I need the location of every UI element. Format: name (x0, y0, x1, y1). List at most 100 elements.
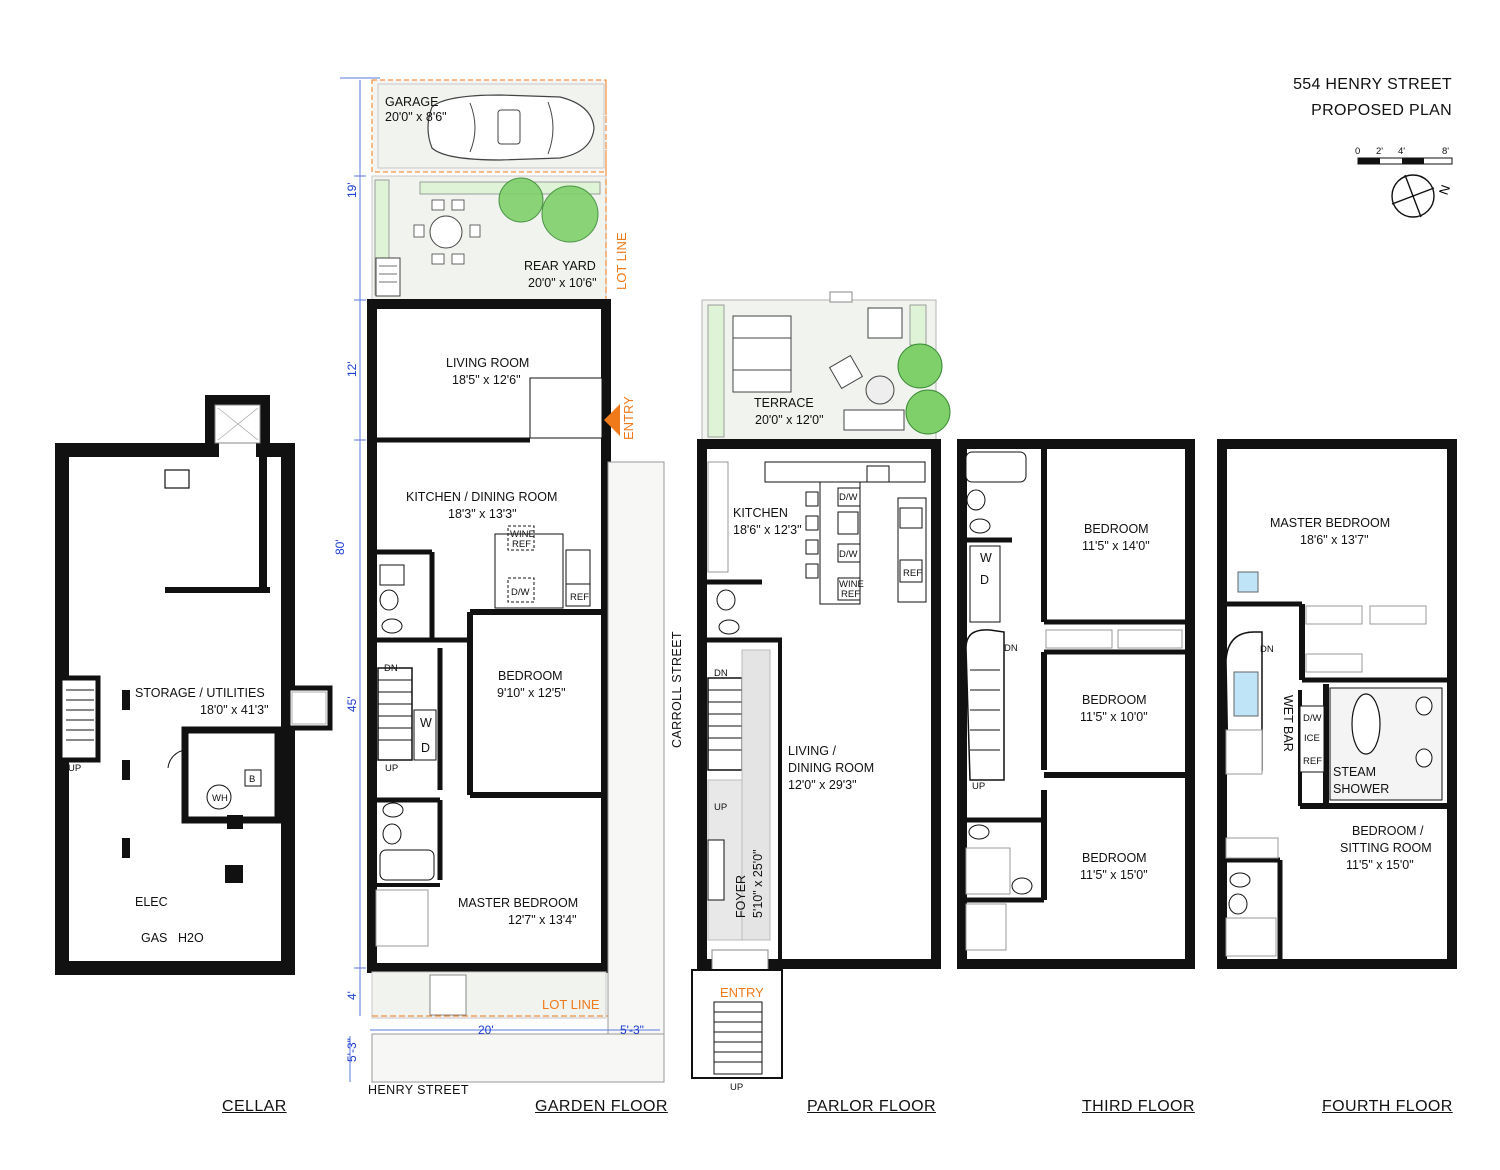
north-arrow-icon: N (1391, 174, 1453, 218)
terrace-dim: 20'0" x 12'0" (755, 413, 824, 427)
third-washer: W (980, 551, 992, 565)
garden-ref: REF (570, 592, 589, 603)
garden-wine-ref-2: REF (512, 539, 531, 550)
garden-bedroom-dim: 9'10" x 12'5" (497, 686, 566, 700)
fourth-ref: REF (1303, 756, 1322, 767)
third-bedroom-2-name: BEDROOM (1082, 693, 1147, 707)
garden-dw: D/W (511, 587, 530, 598)
garden-master-dim: 12'7" x 13'4" (508, 913, 577, 927)
plan-title: 554 HENRY STREET (1293, 76, 1452, 93)
wet-bar-label: WET BAR (1281, 695, 1295, 752)
cellar-gas: GAS (141, 931, 167, 945)
foyer-name: FOYER (734, 875, 748, 918)
cellar-h2o: H2O (178, 931, 204, 945)
cellar-elec: ELEC (135, 895, 168, 909)
tree-icon (541, 185, 599, 243)
parlor-living-dim: 12'0" x 29'3" (788, 778, 857, 792)
parlor-living-name: LIVING / (788, 744, 836, 758)
garden-entry-arrow-icon (604, 404, 620, 436)
floor-label-fourth[interactable]: FOURTH FLOOR (1322, 1098, 1453, 1115)
garden-stair-dn: DN (384, 663, 398, 674)
foyer-dim: 5'10" x 25'0" (751, 849, 765, 918)
parlor-kitchen-dim: 18'6" x 12'3" (733, 523, 802, 537)
third-floor-plan: BEDROOM 11'5" x 14'0" BEDROOM 11'5" x 10… (957, 439, 1195, 969)
dim-45ft: 45' (345, 696, 359, 712)
fourth-stair-dn: DN (1260, 644, 1274, 655)
car-icon (427, 94, 595, 161)
garden-entry-label[interactable]: ENTRY (621, 396, 636, 440)
fourth-sitting-dim: 11'5" x 15'0" (1346, 858, 1414, 872)
dim-80ft: 80' (333, 539, 347, 555)
garden-dryer: D (421, 741, 430, 755)
third-stair-dn: DN (1004, 643, 1018, 654)
cellar-stair-up: UP (68, 763, 81, 774)
cellar-b: B (249, 774, 255, 785)
steam-shower-2: SHOWER (1333, 782, 1389, 796)
cellar-storage-dim: 18'0" x 41'3" (200, 703, 269, 717)
dim-19ft: 19' (345, 182, 359, 198)
scale-tick-4: 4' (1398, 146, 1405, 157)
garden-living-name: LIVING ROOM (446, 356, 529, 370)
garden-kitchen-name: KITCHEN / DINING ROOM (406, 490, 557, 504)
garden-master-name: MASTER BEDROOM (458, 896, 578, 910)
lot-line-lower: LOT LINE (542, 997, 600, 1012)
fourth-ice: ICE (1304, 733, 1320, 744)
parlor-dw-2: D/W (839, 549, 858, 560)
scale-bar: 0 2' 4' 8' (1355, 146, 1453, 165)
garden-wine-ref-1: WINE (510, 529, 535, 540)
scale-tick-0: 0 (1355, 146, 1360, 157)
parlor-entry-label[interactable]: ENTRY (720, 985, 764, 1000)
cellar-plan: STORAGE / UTILITIES 18'0" x 41'3" UP WH … (55, 395, 333, 975)
floor-label-cellar[interactable]: CELLAR (222, 1098, 287, 1115)
henry-street-label: HENRY STREET (368, 1083, 469, 1097)
tree-icon (897, 343, 943, 389)
terrace-name: TERRACE (754, 396, 814, 410)
parlor-living-name-2: DINING ROOM (788, 761, 874, 775)
carroll-street-label: CARROLL STREET (670, 631, 684, 748)
fourth-floor-plan: MASTER BEDROOM 18'6" x 13'7" DN WET BAR … (1217, 439, 1457, 969)
garden-stair-up: UP (385, 763, 398, 774)
parlor-dw-1: D/W (839, 492, 858, 503)
dining-table-icon (413, 199, 481, 265)
third-dryer: D (980, 573, 989, 587)
parlor-kitchen-name: KITCHEN (733, 506, 788, 520)
tree-icon (905, 389, 951, 435)
parlor-ref: REF (903, 568, 922, 579)
parlor-floor-plan: TERRACE 20'0" x 12'0" (691, 291, 951, 1093)
lot-line-upper: LOT LINE (614, 232, 629, 290)
rear-yard-dim: 20'0" x 10'6" (528, 276, 597, 290)
parlor-wine-ref: REF (841, 589, 860, 600)
floor-label-third[interactable]: THIRD FLOOR (1082, 1098, 1195, 1115)
garage-name: GARAGE (385, 95, 439, 109)
dim-12ft: 12' (345, 361, 359, 377)
fourth-sitting-name-2: SITTING ROOM (1340, 841, 1432, 855)
garden-bedroom-name: BEDROOM (498, 669, 563, 683)
third-bedroom-1-name: BEDROOM (1084, 522, 1149, 536)
dim-5ft3-right: 5'-3" (620, 1023, 644, 1037)
steam-shower-1: STEAM (1333, 765, 1376, 779)
dim-5ft3-left: 5'-3" (345, 1038, 359, 1062)
dim-4ft: 4' (345, 991, 359, 1000)
cellar-wh: WH (212, 793, 228, 804)
third-bedroom-3-name: BEDROOM (1082, 851, 1147, 865)
plan-subtitle: PROPOSED PLAN (1311, 102, 1452, 119)
garden-washer: W (420, 716, 432, 730)
parlor-stair-up: UP (714, 802, 727, 813)
floor-label-parlor[interactable]: PARLOR FLOOR (807, 1098, 936, 1115)
floor-label-garden[interactable]: GARDEN FLOOR (535, 1098, 668, 1115)
tree-icon (498, 177, 544, 223)
garden-kitchen-dim: 18'3" x 13'3" (448, 507, 517, 521)
fourth-master-dim: 18'6" x 13'7" (1300, 533, 1369, 547)
third-bedroom-1-dim: 11'5" x 14'0" (1082, 539, 1150, 553)
garden-floor-plan: GARAGE 20'0" x 8'6" REAR YARD 20'0" x 10… (333, 77, 684, 1097)
stoop-up: UP (730, 1082, 743, 1093)
fourth-dw: D/W (1303, 713, 1322, 724)
garage-dim: 20'0" x 8'6" (385, 110, 447, 124)
garden-living-dim: 18'5" x 12'6" (452, 373, 521, 387)
cellar-storage-name: STORAGE / UTILITIES (135, 686, 265, 700)
fourth-sitting-name-1: BEDROOM / (1352, 824, 1424, 838)
scale-tick-8: 8' (1442, 146, 1449, 157)
third-bedroom-2-dim: 11'5" x 10'0" (1080, 710, 1148, 724)
rear-yard-name: REAR YARD (524, 259, 596, 273)
